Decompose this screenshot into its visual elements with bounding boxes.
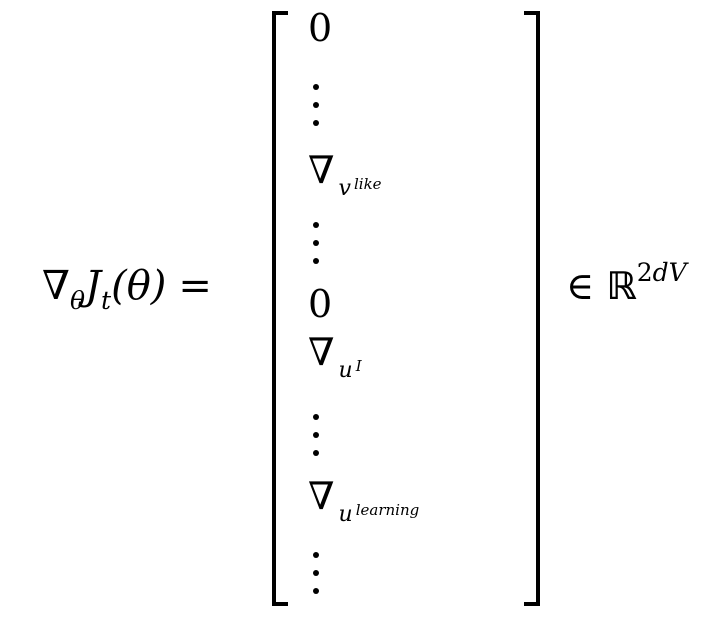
grad-var: u [338, 502, 355, 527]
nabla-symbol: ∇ [308, 474, 335, 518]
vector-entry-zero-top: 0 [308, 6, 332, 50]
objective-function: J [85, 263, 102, 309]
real-numbers-symbol: ℝ [606, 264, 637, 308]
grad-var: u [338, 358, 355, 383]
zero-value: 0 [308, 282, 333, 326]
theta-subscript: θ [69, 286, 85, 315]
grad-var-subscript: I [355, 357, 362, 375]
vertical-ellipsis [313, 84, 321, 138]
grad-var: v [338, 176, 353, 201]
equation-lhs: ∇θJt(θ)= [42, 262, 212, 315]
nabla-symbol: ∇ [308, 148, 335, 192]
grad-var-subscript: learning [355, 501, 420, 519]
vector-entry-grad-u-learning: ∇ulearning [308, 474, 420, 527]
time-subscript: t [101, 286, 112, 315]
vertical-ellipsis [313, 414, 321, 468]
nabla-symbol: ∇ [308, 330, 335, 374]
element-of-symbol: ∈ [566, 264, 595, 308]
vector-entry-grad-u-i: ∇uI [308, 330, 362, 383]
grad-var-subscript: like [353, 175, 382, 193]
zero-value: 0 [308, 6, 333, 50]
nabla-symbol: ∇ [42, 263, 70, 309]
dimension-exponent: 2dV [637, 258, 687, 287]
exponent-variables: dV [652, 258, 687, 287]
exponent-number: 2 [636, 258, 653, 287]
vector-entry-grad-v-like: ∇vlike [308, 148, 382, 201]
vector-entry-zero-middle: 0 [308, 282, 332, 326]
equals-sign: = [178, 263, 212, 309]
left-bracket [272, 11, 288, 606]
right-bracket [524, 11, 540, 606]
vertical-ellipsis [313, 552, 321, 606]
equation-rhs: ∈ ℝ2dV [566, 258, 687, 315]
vertical-ellipsis [313, 222, 321, 276]
function-argument: (θ) [111, 263, 167, 309]
